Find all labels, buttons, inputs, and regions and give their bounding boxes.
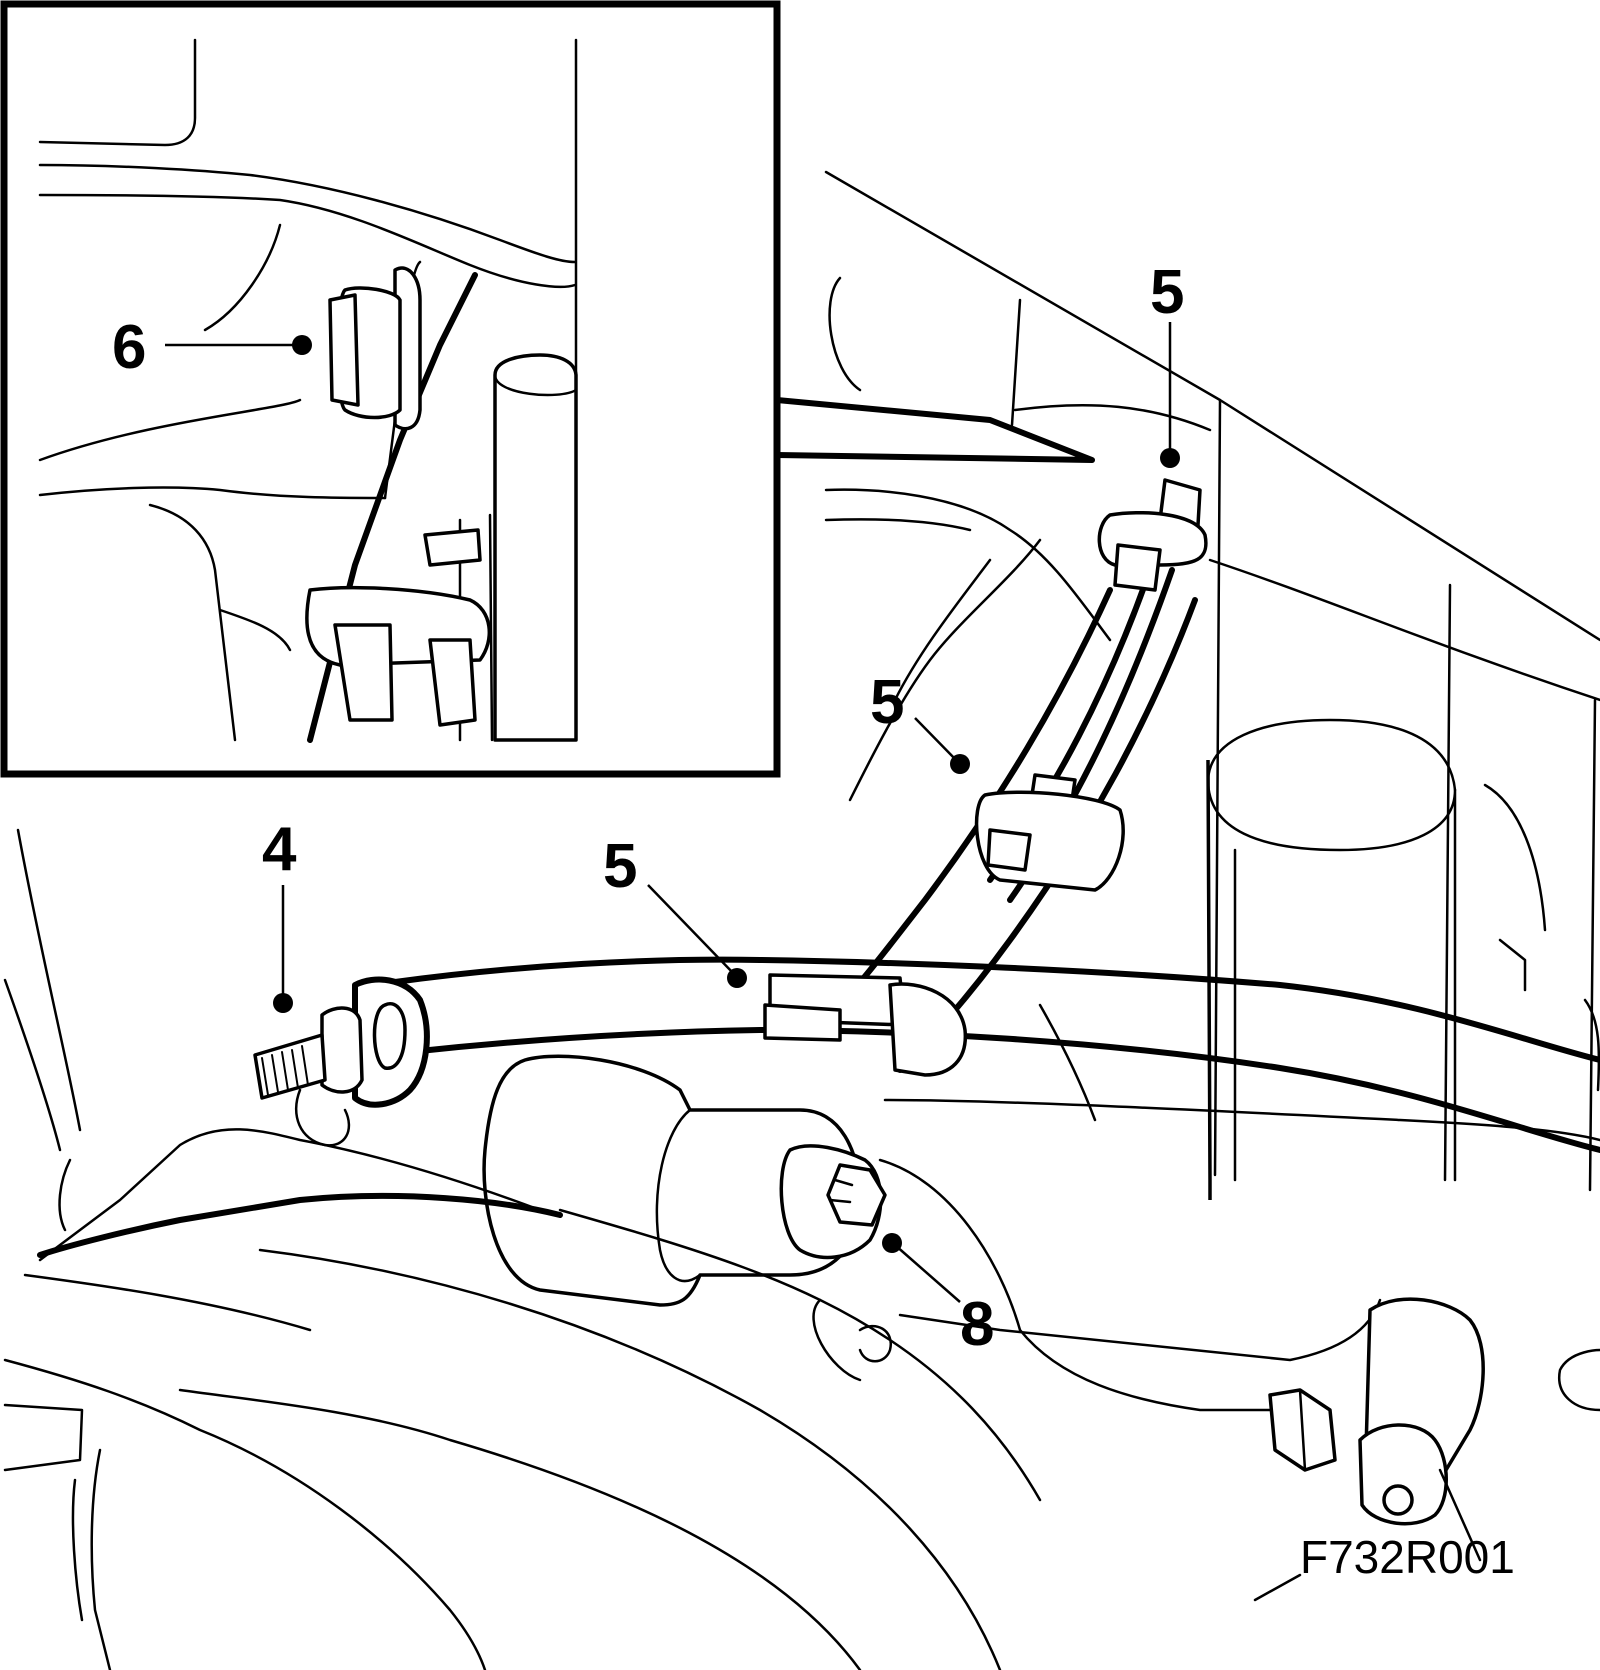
actuator-body — [482, 1054, 887, 1307]
callout-6: 6 — [112, 313, 312, 382]
callout-4-label: 4 — [262, 815, 297, 884]
lower-chassis — [3, 828, 1600, 1670]
strut-cylinder — [1206, 718, 1457, 1200]
callout-5-middle: 5 — [870, 668, 970, 774]
background-structure — [824, 170, 1600, 1192]
callout-5-top-label: 5 — [1150, 258, 1184, 327]
cross-pipe — [392, 956, 1600, 1153]
hose-fitting-left — [253, 976, 430, 1147]
callout-8: 8 — [882, 1233, 994, 1359]
callout-5-lower: 5 — [603, 832, 747, 988]
hose-clip-middle — [974, 773, 1125, 892]
callout-5-middle-label: 5 — [870, 668, 904, 737]
hose-clip-lower — [763, 973, 967, 1077]
callout-4: 4 — [262, 815, 297, 1013]
detail-inset — [0, 0, 1095, 778]
callout-6-label: 6 — [112, 313, 146, 382]
callout-5-lower-label: 5 — [603, 832, 637, 901]
callout-5-top: 5 — [1150, 258, 1184, 468]
figure-code: F732R001 — [1300, 1531, 1515, 1583]
callout-8-label: 8 — [960, 1290, 994, 1359]
hose-clip-top — [1097, 478, 1208, 592]
